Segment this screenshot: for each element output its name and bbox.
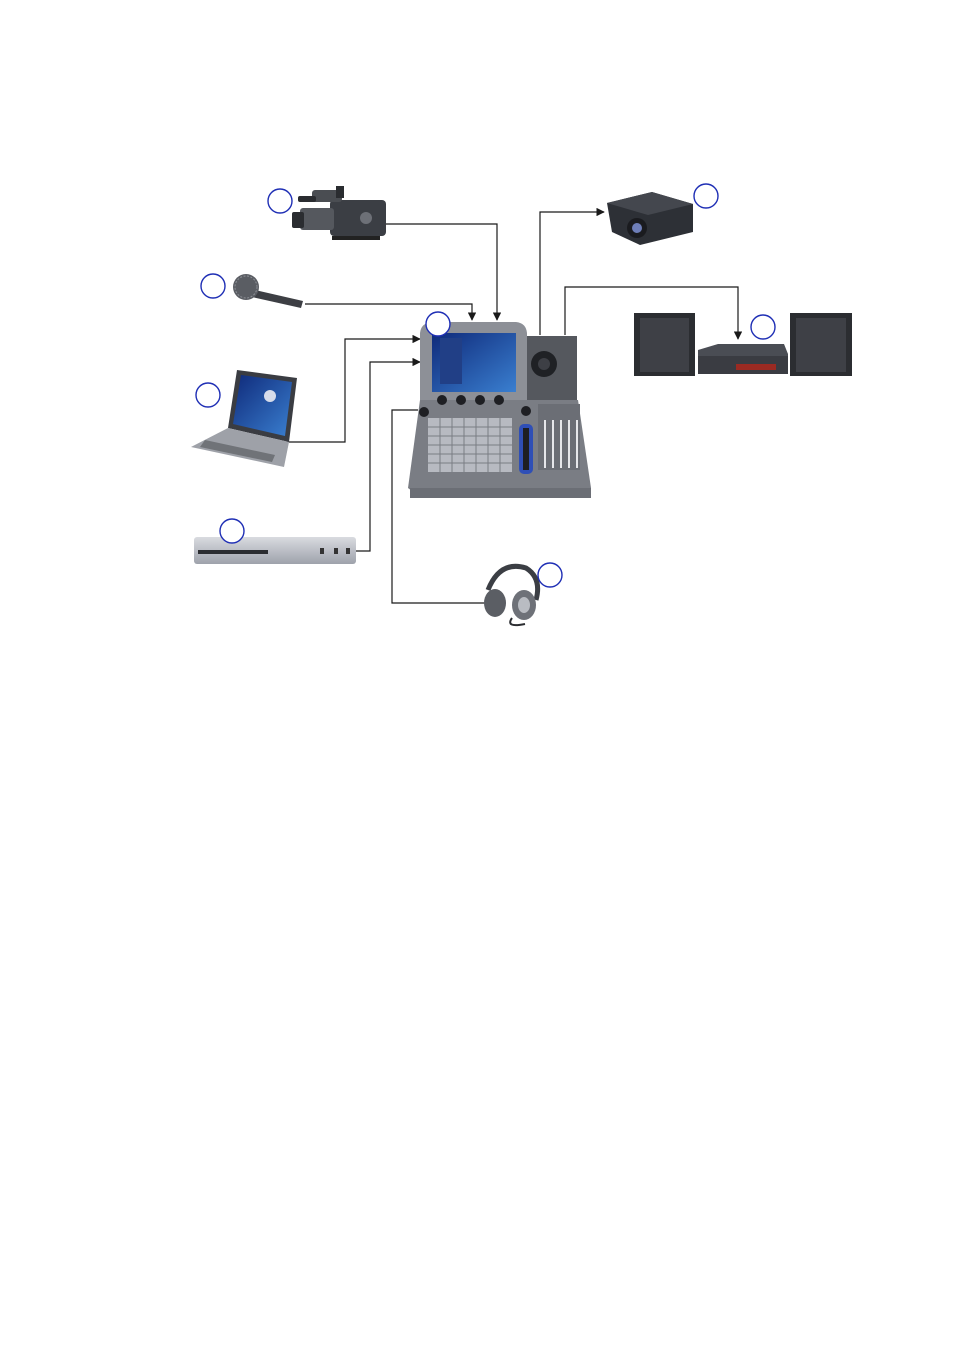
headphones-icon xyxy=(484,563,541,627)
callout-microphone xyxy=(200,273,226,299)
connection-wires xyxy=(285,207,743,604)
callout-headphones xyxy=(537,562,563,588)
callout-laptop xyxy=(195,382,221,408)
wire-mixer-headphones xyxy=(391,409,487,604)
video-mixer-icon xyxy=(408,322,591,498)
wire-mic-mixer xyxy=(305,303,477,321)
projector-icon xyxy=(607,192,693,245)
wire-camera-mixer xyxy=(385,223,502,321)
callout-mixer xyxy=(425,311,451,337)
callout-projector xyxy=(693,183,719,209)
laptop-icon xyxy=(191,370,297,467)
callout-speakers xyxy=(750,314,776,340)
microphone-icon xyxy=(233,274,303,308)
callout-camera xyxy=(267,188,293,214)
wire-mixer-projector xyxy=(539,207,605,335)
wire-mixer-speakers xyxy=(564,286,743,340)
wire-dvd-mixer xyxy=(356,357,421,552)
wire-laptop-mixer xyxy=(285,334,421,443)
callout-dvd-player xyxy=(219,518,245,544)
video-camera-icon xyxy=(292,186,386,240)
speaker-amplifier-icon xyxy=(634,313,852,376)
dvd-player-icon xyxy=(194,537,356,564)
